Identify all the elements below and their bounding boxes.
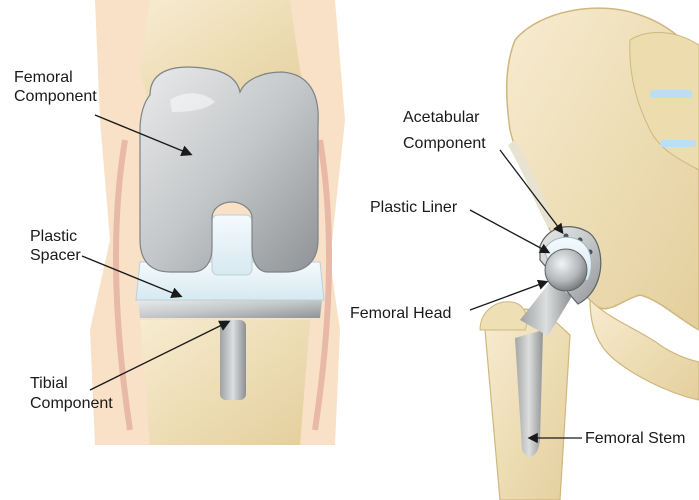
tibial-stem xyxy=(220,320,246,400)
hip-illustration xyxy=(480,8,699,500)
knee-illustration xyxy=(90,0,345,445)
label-plastic-liner: Plastic Liner xyxy=(370,199,458,216)
label-acetabular-component-1: Acetabular xyxy=(403,109,480,126)
label-plastic-spacer-2: Spacer xyxy=(30,247,81,264)
label-tibial-component-1: Tibial xyxy=(30,375,68,392)
label-femoral-component-2: Component xyxy=(14,88,97,105)
label-femoral-stem: Femoral Stem xyxy=(585,430,685,447)
label-tibial-component-2: Component xyxy=(30,395,113,412)
greater-trochanter xyxy=(480,302,527,330)
label-acetabular-component-2: Component xyxy=(403,135,486,152)
leader-plastic-liner xyxy=(470,210,548,252)
femoral-head xyxy=(545,249,587,291)
sacral-disc-1 xyxy=(650,90,692,98)
label-femoral-component-1: Femoral xyxy=(14,69,73,86)
sacral-disc-2 xyxy=(660,140,696,147)
spacer-post xyxy=(212,215,252,275)
tibial-tray xyxy=(138,300,322,318)
label-femoral-head: Femoral Head xyxy=(350,305,451,322)
label-plastic-spacer-1: Plastic xyxy=(30,228,77,245)
